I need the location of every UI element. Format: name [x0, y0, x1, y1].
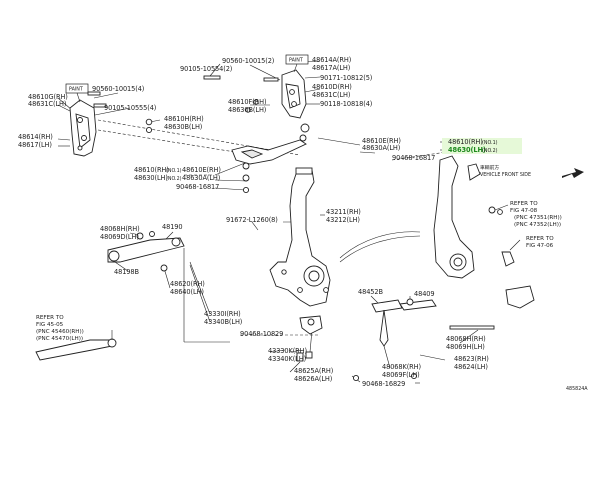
label-90468-b: 90468-16829: [362, 380, 405, 388]
ball-joint-lower: [296, 315, 323, 362]
label-43211: 43211(RH): [326, 208, 361, 216]
label-48620: 48620(RH): [170, 280, 205, 288]
label-48617: 48617(LH): [18, 141, 52, 149]
label-48630B: 48630B(LH): [164, 123, 202, 131]
label-43340B: 43340B(LH): [204, 318, 242, 326]
highlight-box: [442, 138, 522, 154]
label-90468-a: 90468-16817: [392, 154, 435, 162]
label-fig1: FIG 45-05: [36, 322, 64, 328]
diagram-code: 485824A: [566, 386, 588, 392]
label-48614: 48614(RH): [18, 133, 53, 141]
upper-arm-bracket-top: [281, 69, 307, 119]
label-48640: 48640(LH): [170, 288, 204, 296]
label-48626A: 48626A(LH): [294, 375, 332, 383]
labels: 48610G(RH) 48631C(LH) 48614(RH) 48617(LH…: [18, 56, 588, 392]
label-90118: 90118-10818(4): [320, 100, 372, 108]
paint-label-left: PAINT: [69, 87, 83, 93]
label-vehicle-front: VEHICLE FRONT SIDE: [480, 172, 531, 178]
label-no2: (NO.2): [482, 148, 498, 154]
paint-label-top: PAINT: [289, 58, 303, 64]
label-48610-mid: 48610(RH): [134, 166, 169, 174]
label-43340K: 43340K(LH): [268, 355, 306, 363]
label-48624: 48624(LH): [454, 363, 488, 371]
label-pnc1a: (PNC 45460(RH)): [36, 329, 84, 335]
tie-rod-end-left: [35, 330, 117, 361]
steering-knuckle: [269, 167, 331, 307]
right-bracket-lower: [505, 285, 535, 309]
label-48409: 48409: [414, 290, 434, 298]
label-48614A: 48614A(RH): [312, 56, 351, 64]
label-48625A: 48625A(RH): [294, 367, 333, 375]
lower-arm-left: [107, 231, 185, 272]
label-pnc2b: (PNC 47352(LH)): [514, 222, 561, 228]
label-48630A-m: 48630A(LH): [182, 174, 220, 182]
label-fig3: FIG 47-06: [526, 243, 554, 249]
label-48452B: 48452B: [358, 288, 383, 296]
label-90560-left: 90560-10015(4): [92, 85, 144, 93]
label-90105-left: 90105-10555(4): [104, 104, 156, 112]
label-48631C-b: 48631C(LH): [312, 91, 350, 99]
label-pnc1b: (PNC 45470(LH)): [36, 336, 83, 342]
upper-control-arm: [231, 139, 307, 194]
label-43212: 43212(LH): [326, 216, 360, 224]
knuckle-reference-right: [433, 155, 515, 279]
paint-marker-top: PAINT: [285, 54, 309, 73]
label-48630B-b: 48630B(LH): [228, 106, 266, 114]
paint-marker-left: PAINT: [65, 83, 89, 103]
label-48610E-m: 48610E(RH): [182, 166, 221, 174]
label-48610H: 48610H(RH): [164, 115, 204, 123]
label-90468-m: 90468-16817: [176, 183, 219, 191]
label-48068H: 48068H(RH): [100, 225, 140, 233]
label-48617A: 48617A(LH): [312, 64, 350, 72]
label-48623: 48623(RH): [454, 355, 489, 363]
label-48610-rh: 48610(RH): [448, 138, 483, 146]
label-48631C: 48631C(LH): [28, 100, 66, 108]
label-48610F: 48610F(RH): [228, 98, 266, 106]
brake-curve: [339, 231, 421, 263]
label-48610D: 48610D(RH): [312, 83, 352, 91]
label-fig2: FIG 47-08: [510, 208, 538, 214]
label-48630-mid: 48630(LH): [134, 174, 168, 182]
label-no1-b: (NO.1): [166, 168, 182, 174]
bolts-top-left: [87, 91, 153, 134]
label-43330K: 43330K(RH): [268, 347, 307, 355]
label-48198B: 48198B: [114, 268, 139, 276]
label-48190: 48190: [162, 223, 182, 231]
label-48630A: 48630A(LH): [362, 144, 400, 152]
label-43330I: 43330I(RH): [204, 310, 241, 318]
label-90468-10829: 90468-10829: [240, 330, 283, 338]
label-refer3: REFER TO: [526, 236, 554, 242]
bolts-top-middle: [203, 75, 310, 142]
label-no1: (NO.1): [482, 140, 498, 146]
label-refer1: REFER TO: [36, 315, 64, 321]
label-no2-b: (NO.2): [166, 176, 182, 182]
label-91672: 91672-L1260(8): [226, 216, 278, 224]
label-90105-10554: 90105-10554(2): [180, 65, 232, 73]
label-refer2: REFER TO: [510, 201, 538, 207]
label-48069H: 48069H(LH): [446, 343, 485, 351]
label-48610G: 48610G(RH): [28, 93, 68, 101]
label-48069D: 48069D(LH): [100, 233, 139, 241]
label-48610E: 48610E(RH): [362, 137, 401, 145]
label-90171: 90171-10812(5): [320, 74, 372, 82]
label-48630-lh-highlight: 48630(LH): [448, 146, 486, 154]
label-jp: 車輌前方: [480, 164, 499, 171]
label-48068H-b: 48068H(RH): [446, 335, 486, 343]
label-90560-10015: 90560-10015(2): [222, 57, 274, 65]
label-pnc2a: (PNC 47351(RH)): [514, 215, 562, 221]
label-48069F: 48069F(LH): [382, 371, 420, 379]
label-48068K: 48068K(RH): [382, 363, 421, 371]
tie-rod-assembly: [352, 298, 495, 382]
vehicle-front-arrow: [562, 168, 584, 178]
upper-arm-bracket-left: [69, 99, 97, 157]
